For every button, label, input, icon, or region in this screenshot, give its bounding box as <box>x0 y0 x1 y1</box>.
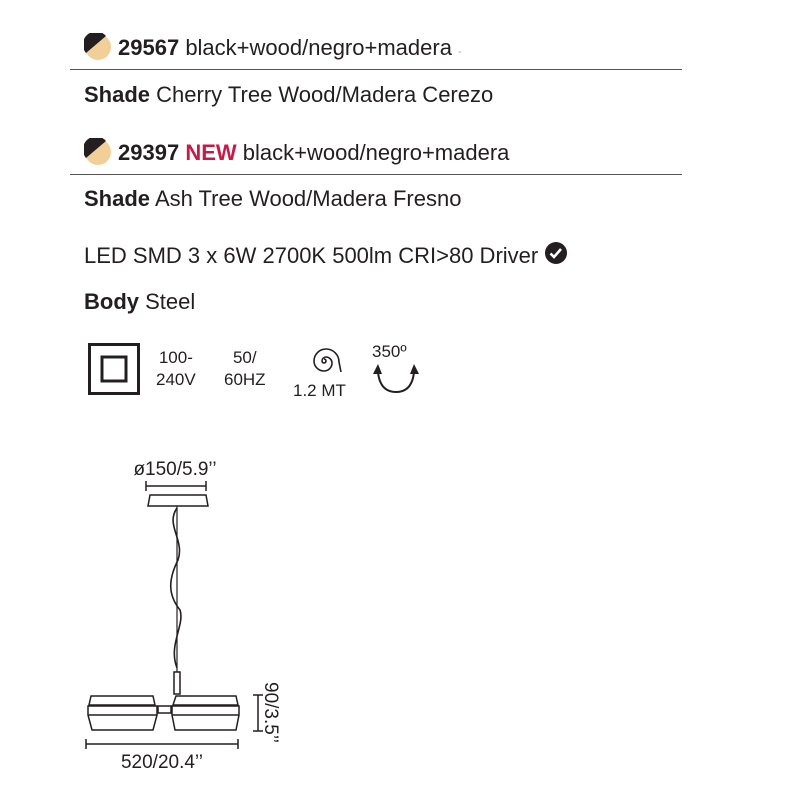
diameter-dimension: ø150/5.9’’ <box>133 459 216 480</box>
shade-label: Shade <box>84 82 151 107</box>
finish: black+wood/negro+madera <box>185 35 452 60</box>
check-circle-icon <box>545 242 568 264</box>
new-badge: NEW <box>185 140 237 165</box>
black-wood-swatch-icon <box>84 33 111 60</box>
width-dimension: 520/20.4’’ <box>121 752 203 773</box>
variant-row-29567: 29567 black+wood/negro+madera - <box>84 33 461 66</box>
divider <box>70 69 682 70</box>
lamp-dimension-drawing: ø150/5.9’’ 520/20.4’’ 90/3.5’’ <box>85 459 281 773</box>
body-row: Body Steel <box>84 289 195 315</box>
shade-value: Cherry Tree Wood/Madera Cerezo <box>156 82 494 107</box>
voltage-line: 100- <box>158 348 193 367</box>
body-label: Body <box>84 289 139 314</box>
finish: black+wood/negro+madera <box>242 140 510 165</box>
led-row: LED SMD 3 x 6W 2700K 500lm CRI>80 Driver <box>84 241 568 269</box>
height-dimension: 90/3.5’’ <box>260 682 281 743</box>
cable-coil-icon <box>313 348 342 373</box>
frequency-spec: 50/60HZ <box>224 347 266 391</box>
voltage-line: 240V <box>156 370 196 389</box>
class-ii-insulation-icon <box>88 343 140 395</box>
product-code: 29397 <box>118 140 180 165</box>
divider <box>70 174 682 175</box>
voltage-spec: 100- 240V <box>156 347 196 391</box>
trail-mark: - <box>458 47 462 58</box>
shade-row: Shade Cherry Tree Wood/Madera Cerezo <box>84 82 493 108</box>
shade-value: Ash Tree Wood/Madera Fresno <box>154 186 462 211</box>
shade-label: Shade <box>84 186 151 211</box>
rotation-angle: 350º <box>372 342 407 361</box>
black-wood-swatch-icon <box>84 138 111 165</box>
rotation-arrow-icon <box>373 364 419 394</box>
shade-row: Shade Ash Tree Wood/Madera Fresno <box>84 186 461 212</box>
cable-length: 1.2 MT <box>293 381 346 400</box>
body-value: Steel <box>145 289 196 314</box>
variant-row-29397: 29397 NEW black+wood/negro+madera <box>84 138 509 166</box>
product-code: 29567 <box>118 35 180 60</box>
led-spec: LED SMD 3 x 6W 2700K 500lm CRI>80 Driver <box>84 243 539 268</box>
frequency-line: 60HZ <box>224 370 266 389</box>
frequency-line: 50/ <box>232 348 257 367</box>
